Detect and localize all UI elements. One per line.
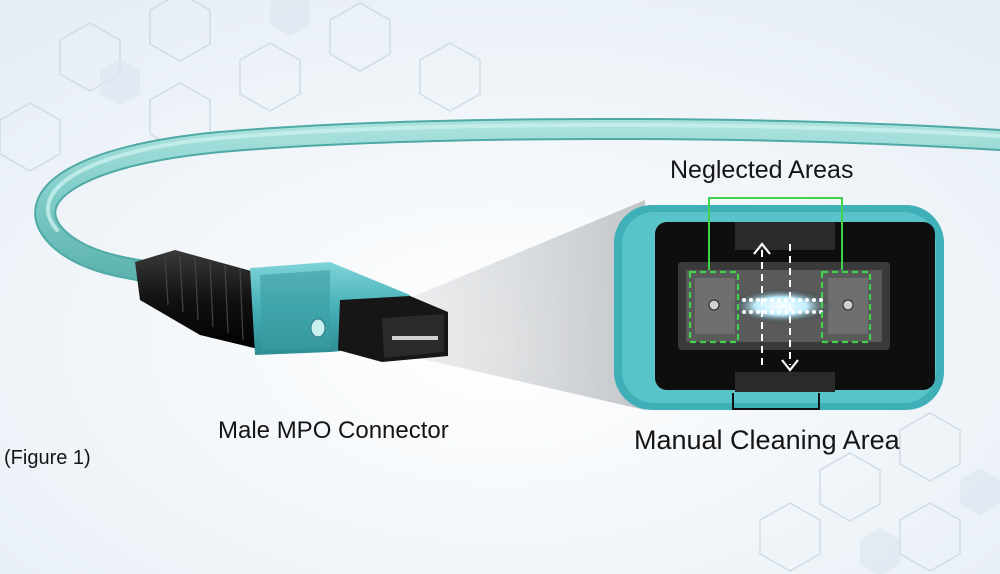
connector-boot xyxy=(135,250,262,350)
cleaning-direction-arrows xyxy=(761,244,791,365)
arrowheads xyxy=(753,242,799,372)
magnification-cone xyxy=(405,200,645,410)
hexagon-fill-pattern xyxy=(100,0,1000,574)
manual-cleaning-area-label: Manual Cleaning Area xyxy=(634,425,900,455)
neglected-areas-label: Neglected Areas xyxy=(670,156,854,184)
neglected-area-boxes xyxy=(688,270,872,344)
figure-caption: (Figure 1) xyxy=(4,447,91,469)
neglected-area-right xyxy=(820,270,872,344)
mpo-front-body xyxy=(338,296,448,362)
fiber-array xyxy=(742,298,823,314)
manual-cleaning-bracket xyxy=(732,393,820,410)
arrow-down-icon xyxy=(781,359,799,372)
fiber-cable xyxy=(36,120,1000,281)
arrow-up-icon xyxy=(753,242,771,255)
neglected-areas-bracket xyxy=(708,197,843,270)
magnified-connector-face xyxy=(614,205,944,410)
male-mpo-connector-label: Male MPO Connector xyxy=(218,417,449,444)
neglected-area-left xyxy=(688,270,740,344)
